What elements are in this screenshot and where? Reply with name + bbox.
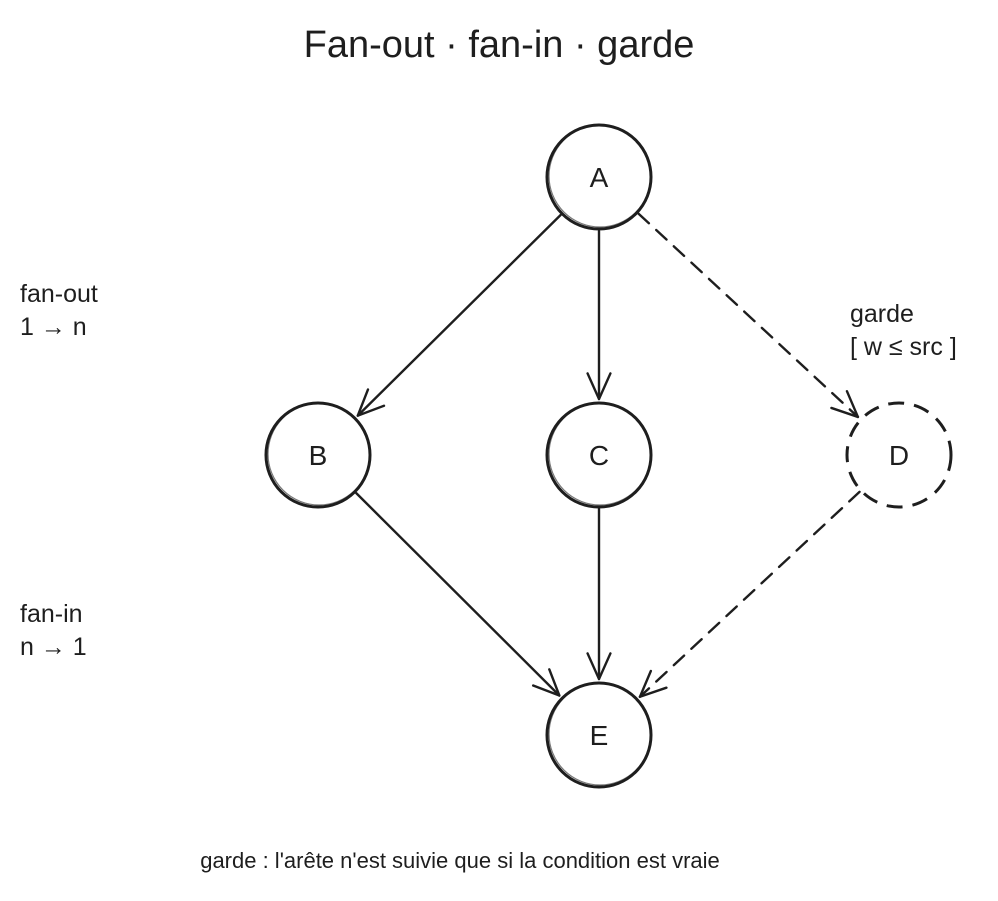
node-label-a: A	[590, 162, 609, 193]
fan-in-label-title: fan-in	[20, 600, 83, 628]
node-label-b: B	[309, 440, 328, 471]
arrowhead-D-E	[638, 669, 668, 698]
guard-caption: garde : l'arête n'est suivie que si la c…	[200, 848, 720, 873]
edge-A-D	[637, 212, 860, 419]
edge-A-C	[586, 229, 612, 401]
fan-in-label: fan-in n → 1	[20, 598, 87, 664]
edge-B-E	[355, 491, 561, 697]
edge-D-E	[638, 490, 861, 698]
node-b: B	[264, 401, 372, 509]
node-a: A	[545, 123, 653, 231]
fan-out-label-ratio: 1 → n	[20, 313, 87, 341]
fan-in-label-ratio: n → 1	[20, 633, 87, 661]
node-c: C	[545, 401, 653, 509]
arrowhead-B-E	[531, 668, 561, 697]
node-d: D	[845, 401, 953, 509]
node-label-d: D	[889, 440, 909, 471]
arrowhead-A-B	[356, 388, 386, 417]
guard-label: garde [ w ≤ src ]	[850, 298, 957, 364]
nodes-layer: A B C D E	[264, 123, 953, 789]
node-label-c: C	[589, 440, 609, 471]
arrowhead-A-D	[830, 389, 860, 419]
fan-out-label-title: fan-out	[20, 280, 98, 308]
edge-C-E	[586, 507, 612, 681]
edge-A-B	[356, 213, 562, 417]
edges-layer	[355, 212, 861, 698]
arrowhead-A-C	[586, 372, 612, 401]
node-label-e: E	[590, 720, 609, 751]
node-e: E	[545, 681, 653, 789]
guard-label-title: garde	[850, 300, 914, 328]
diagram-title: Fan-out · fan-in · garde	[303, 24, 695, 66]
fan-out-label: fan-out 1 → n	[20, 278, 98, 344]
arrowhead-C-E	[586, 652, 612, 681]
guard-label-condition: [ w ≤ src ]	[850, 333, 957, 361]
